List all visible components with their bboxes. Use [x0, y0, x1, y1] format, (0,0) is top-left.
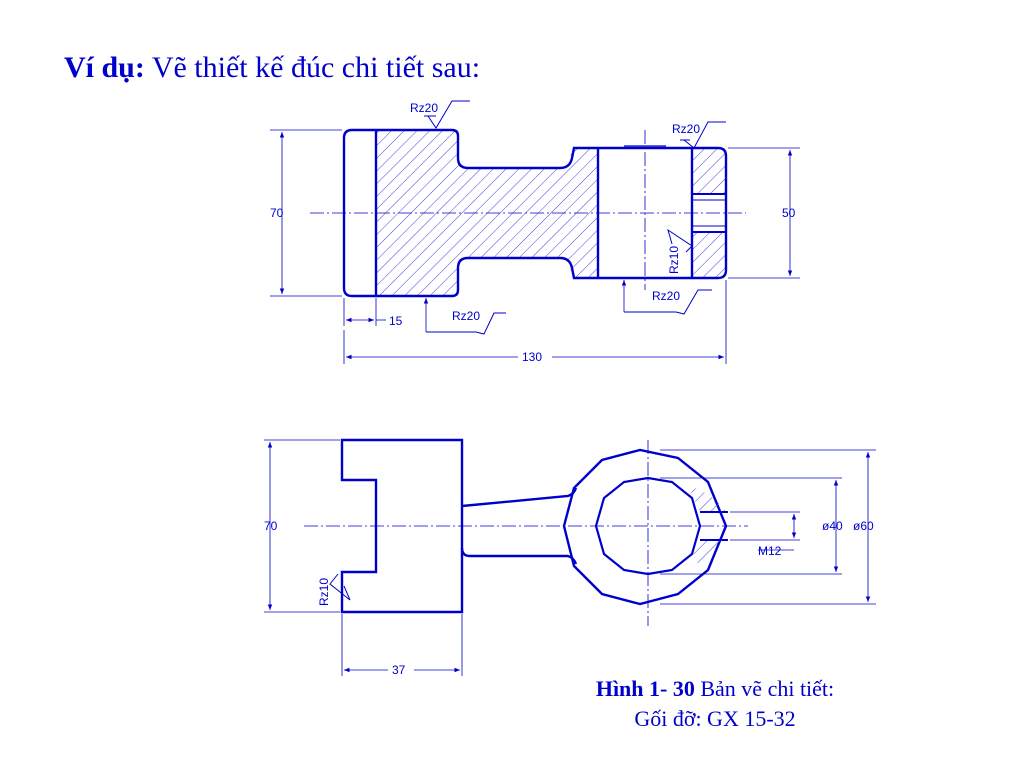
roughness-bottom-right: Rz20 — [621, 280, 712, 315]
dim-37: 37 — [392, 663, 406, 677]
title-text: Vẽ thiết kế đúc chi tiết sau: — [151, 51, 481, 84]
dim-70-top: 70 — [264, 519, 278, 533]
top-neck-upper — [461, 487, 578, 508]
roughness-bottom-left: Rz20 — [423, 298, 506, 335]
svg-text:Rz10: Rz10 — [667, 246, 681, 274]
dim-m12: M12 — [758, 544, 782, 558]
dim-15: 15 — [389, 314, 403, 328]
top-view: 70 37 ø40 ø60 M12 Rz10 — [264, 438, 876, 677]
front-outline — [342, 128, 728, 298]
caption-line-1: Hình 1- 30 Bản vẽ chi tiết: — [560, 674, 870, 704]
top-hatch-lower — [688, 540, 726, 566]
title-lead: Ví dụ: — [64, 51, 145, 84]
top-outer-ring — [562, 448, 728, 606]
dim-phi40: ø40 — [822, 519, 843, 533]
top-left-block — [340, 438, 464, 614]
caption-line-2: Gối đỡ: GX 15-32 — [634, 706, 796, 731]
roughness-top-left: Rz20 — [410, 100, 470, 129]
dim-phi60: ø60 — [853, 519, 874, 533]
svg-text:Rz20: Rz20 — [672, 122, 700, 136]
caption-figure-number: Hình 1- 30 — [595, 676, 695, 701]
roughness-hole: Rz10 — [667, 228, 693, 274]
svg-text:Rz20: Rz20 — [452, 309, 480, 323]
dim-70-front: 70 — [270, 206, 284, 220]
caption-line-1-text: Bản vẽ chi tiết: — [700, 676, 835, 701]
dim-130: 130 — [522, 350, 542, 364]
svg-text:Rz10: Rz10 — [317, 578, 331, 606]
front-view: 70 50 15 130 Rz20 Rz20 Rz10 — [270, 100, 800, 364]
svg-text:Rz20: Rz20 — [410, 101, 438, 115]
figure-caption: Hình 1- 30 Bản vẽ chi tiết: Gối đỡ: GX 1… — [560, 674, 870, 734]
top-neck-lower — [460, 547, 578, 565]
front-right-hatch-bottom — [692, 232, 726, 278]
front-right-hatch-top — [692, 148, 726, 194]
roughness-top-right: Rz20 — [672, 121, 726, 149]
roughness-slot: Rz10 — [317, 573, 351, 606]
page-title: Ví dụ: Vẽ thiết kế đúc chi tiết sau: — [64, 48, 480, 88]
top-hatch-upper — [688, 486, 726, 512]
dim-50: 50 — [782, 206, 796, 220]
svg-text:Rz20: Rz20 — [652, 289, 680, 303]
